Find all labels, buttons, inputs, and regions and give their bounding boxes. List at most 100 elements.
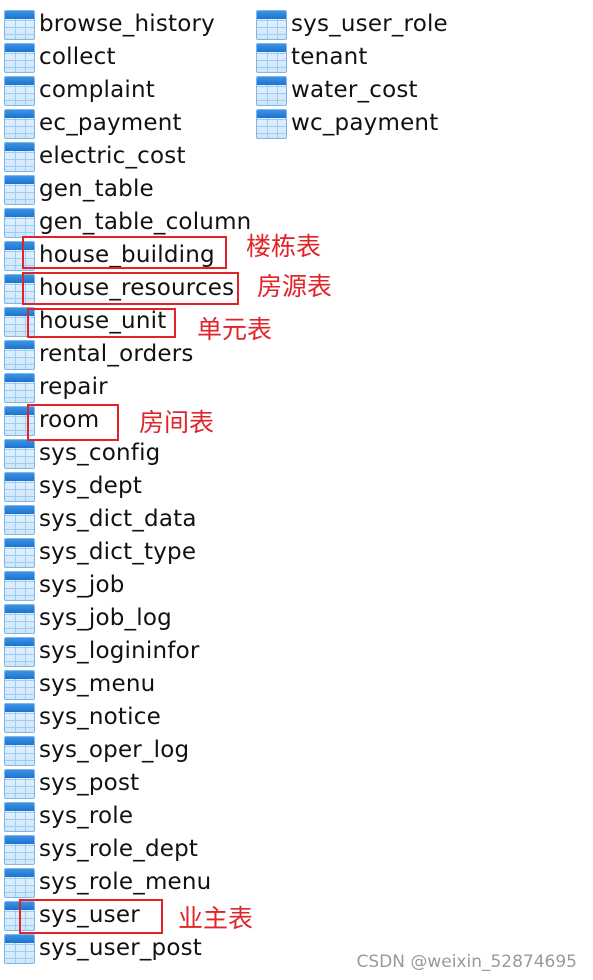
table-name: sys_dict_type xyxy=(39,539,197,565)
table-name: browse_history xyxy=(39,11,215,37)
table-item[interactable]: gen_table_column xyxy=(4,206,254,239)
table-item[interactable]: gen_table xyxy=(4,173,254,206)
table-icon xyxy=(4,768,35,799)
table-item[interactable]: sys_config xyxy=(4,437,254,470)
table-name: house_resources xyxy=(39,275,235,301)
table-icon xyxy=(4,405,35,436)
table-item[interactable]: sys_notice xyxy=(4,701,254,734)
table-name: sys_role xyxy=(39,803,134,829)
table-icon xyxy=(256,75,287,106)
table-icon xyxy=(4,306,35,337)
table-icon xyxy=(256,9,287,40)
table-item[interactable]: house_building xyxy=(4,239,254,272)
table-name: water_cost xyxy=(291,77,418,103)
table-item[interactable]: repair xyxy=(4,371,254,404)
table-name: electric_cost xyxy=(39,143,186,169)
table-icon xyxy=(4,108,35,139)
table-item[interactable]: collect xyxy=(4,41,254,74)
table-item[interactable]: sys_job_log xyxy=(4,602,254,635)
table-name: room xyxy=(39,407,100,433)
table-name: sys_post xyxy=(39,770,140,796)
table-name: tenant xyxy=(291,44,368,70)
table-name: sys_user xyxy=(39,902,140,928)
table-icon xyxy=(4,240,35,271)
table-name: house_building xyxy=(39,242,215,268)
table-item[interactable]: complaint xyxy=(4,74,254,107)
table-name: gen_table_column xyxy=(39,209,252,235)
table-item[interactable]: sys_menu xyxy=(4,668,254,701)
table-name: sys_role_menu xyxy=(39,869,212,895)
table-icon xyxy=(4,636,35,667)
table-icon xyxy=(4,273,35,304)
table-item[interactable]: sys_user_post xyxy=(4,932,254,965)
table-name: sys_user_post xyxy=(39,935,203,961)
table-icon xyxy=(4,834,35,865)
table-icon xyxy=(4,900,35,931)
table-item[interactable]: sys_oper_log xyxy=(4,734,254,767)
annotation-house-unit: 单元表 xyxy=(197,315,273,344)
table-icon xyxy=(4,207,35,238)
table-icon xyxy=(4,471,35,502)
table-item[interactable]: house_resources xyxy=(4,272,254,305)
table-icon xyxy=(4,735,35,766)
table-name: ec_payment xyxy=(39,110,182,136)
table-name: sys_oper_log xyxy=(39,737,190,763)
table-item[interactable]: room xyxy=(4,404,254,437)
table-item[interactable]: rental_orders xyxy=(4,338,254,371)
table-name: sys_menu xyxy=(39,671,156,697)
table-icon xyxy=(4,669,35,700)
table-name: sys_job xyxy=(39,572,125,598)
table-icon xyxy=(4,570,35,601)
table-icon xyxy=(4,504,35,535)
table-icon xyxy=(4,9,35,40)
table-item[interactable]: water_cost xyxy=(256,74,506,107)
table-item[interactable]: electric_cost xyxy=(4,140,254,173)
table-name: sys_notice xyxy=(39,704,161,730)
table-name: house_unit xyxy=(39,308,167,334)
table-name: complaint xyxy=(39,77,155,103)
table-item[interactable]: browse_history xyxy=(4,8,254,41)
table-item[interactable]: tenant xyxy=(256,41,506,74)
table-icon xyxy=(4,141,35,172)
table-item[interactable]: ec_payment xyxy=(4,107,254,140)
table-name: repair xyxy=(39,374,108,400)
table-list-right: sys_user_role tenant water_cost wc_payme… xyxy=(256,8,506,140)
annotation-sys-user: 业主表 xyxy=(178,904,254,933)
table-item[interactable]: sys_logininfor xyxy=(4,635,254,668)
table-name: sys_job_log xyxy=(39,605,172,631)
table-name: sys_dict_data xyxy=(39,506,197,532)
table-item[interactable]: sys_role_dept xyxy=(4,833,254,866)
table-icon xyxy=(4,174,35,205)
table-item[interactable]: sys_job xyxy=(4,569,254,602)
table-name: sys_role_dept xyxy=(39,836,199,862)
table-icon xyxy=(4,801,35,832)
table-item[interactable]: sys_user_role xyxy=(256,8,506,41)
table-item[interactable]: sys_dict_data xyxy=(4,503,254,536)
table-icon xyxy=(4,372,35,403)
table-item[interactable]: sys_post xyxy=(4,767,254,800)
table-item[interactable]: sys_dict_type xyxy=(4,536,254,569)
table-icon xyxy=(4,867,35,898)
table-icon xyxy=(256,42,287,73)
table-item[interactable]: sys_role_menu xyxy=(4,866,254,899)
table-icon xyxy=(4,702,35,733)
table-item[interactable]: sys_dept xyxy=(4,470,254,503)
table-icon xyxy=(4,75,35,106)
table-icon xyxy=(4,339,35,370)
table-item[interactable]: sys_role xyxy=(4,800,254,833)
table-name: sys_config xyxy=(39,440,161,466)
table-icon xyxy=(4,438,35,469)
annotation-house-resources: 房源表 xyxy=(257,272,333,301)
table-name: collect xyxy=(39,44,116,70)
table-item[interactable]: house_unit xyxy=(4,305,254,338)
table-name: sys_logininfor xyxy=(39,638,200,664)
table-name: rental_orders xyxy=(39,341,194,367)
table-item[interactable]: wc_payment xyxy=(256,107,506,140)
annotation-house-building: 楼栋表 xyxy=(246,232,322,261)
annotation-room: 房间表 xyxy=(139,408,215,437)
table-icon xyxy=(4,42,35,73)
table-icon xyxy=(4,603,35,634)
table-list-left: browse_history collect complaint ec_paym… xyxy=(4,8,254,965)
table-icon xyxy=(256,108,287,139)
table-name: wc_payment xyxy=(291,110,439,136)
